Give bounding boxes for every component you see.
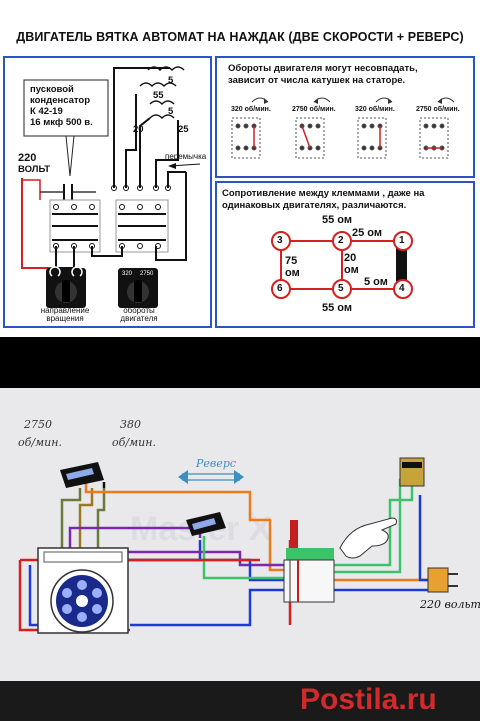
coil-label: 25 — [178, 124, 189, 135]
resistance-value: 55 ом — [322, 302, 353, 314]
speed-knob — [118, 268, 158, 308]
rpm-note-line: Обороты двигателя могут несовпадать, — [228, 63, 418, 74]
direction-caption-line: направление — [40, 306, 90, 315]
rpm-frame — [215, 56, 475, 178]
reverse-arrow — [178, 470, 244, 484]
capacitor-label: пусковой конденсатор К 42-19 16 мкф 500 … — [30, 84, 93, 128]
rpm-note: Обороты двигателя могут несовпадать, зав… — [228, 63, 418, 87]
resistance-value: ом — [285, 267, 300, 279]
direction-knob — [46, 266, 86, 308]
coil-label: 55 — [153, 90, 164, 101]
speed-switch — [60, 462, 104, 488]
start-button — [283, 520, 335, 603]
voltage-value: 220 — [18, 152, 37, 164]
rpm-speed-label: 2750 об/мин. — [292, 106, 336, 113]
resistance-value: 55 ом — [322, 214, 353, 226]
voltage-label: 220 ВОЛЬТ — [18, 152, 51, 176]
direction-caption: направление вращения — [30, 307, 100, 323]
capacitor-label-box — [23, 79, 109, 137]
top-diagram-svg — [3, 56, 475, 328]
resistance-value: 5 ом — [364, 276, 388, 288]
speed-caption-line: двигателя — [120, 314, 158, 323]
terminal-number: 6 — [277, 283, 283, 294]
speed-knob-mark: 320 — [122, 271, 133, 277]
speed-label-unit: об/мин. — [112, 436, 156, 449]
rpm-note-line: зависит от числа катушек на статоре. — [228, 75, 406, 86]
coil-label: 20 — [133, 124, 144, 135]
motor — [37, 547, 129, 634]
rpm-speed-label: 320 об/мин. — [355, 106, 395, 113]
power-plug — [427, 567, 458, 593]
footer-bar — [0, 681, 480, 721]
rpm-speed-label: 2750 об/мин. — [416, 106, 460, 113]
resistance-value: 75 — [285, 255, 298, 267]
resistance-heading: Сопротивление между клеммами , даже на о… — [222, 188, 424, 212]
terminal-number: 5 — [338, 283, 344, 294]
motor-wiring — [55, 67, 187, 269]
terminal-number: 3 — [277, 235, 283, 246]
speed-label-rpm: 380 — [120, 418, 141, 431]
capacitor-label-line: конденсатор — [30, 95, 91, 106]
terminal-number: 2 — [338, 235, 344, 246]
resistance-heading-line: Сопротивление между клеммами , даже на — [222, 188, 425, 199]
terminal-number: 1 — [399, 235, 405, 246]
terminal-circles — [271, 231, 413, 299]
rpm-speed-label: 320 об/мин. — [231, 106, 271, 113]
rpm-connection-diagrams — [231, 97, 455, 159]
voltage-unit: ВОЛЬТ — [18, 164, 51, 175]
direction-caption-line: вращения — [46, 314, 84, 323]
left-frame — [3, 56, 212, 328]
capacitor-label-line: пусковой — [30, 84, 74, 95]
resistance-value: 20 — [344, 252, 357, 264]
voltage-bottom-label: 220 вольт — [420, 598, 480, 611]
jumper-label: перемычка — [165, 152, 207, 161]
capacitor — [399, 457, 425, 487]
red-supply-wire — [21, 178, 58, 269]
switch-block-1 — [49, 199, 101, 253]
resistance-value: 25 ом — [352, 227, 383, 239]
resistance-value: ом — [344, 264, 359, 276]
reverse-label: Реверс — [196, 457, 237, 470]
speed-caption: обороты двигателя — [104, 307, 174, 323]
page-title: ДВИГАТЕЛЬ ВЯТКА АВТОМАТ НА НАЖДАК (ДВЕ С… — [16, 30, 464, 44]
capacitor-label-line: К 42-19 — [30, 106, 63, 117]
motor-coils — [139, 66, 185, 120]
coil-label: 5 — [168, 75, 174, 86]
coil-label: 5 — [168, 106, 174, 117]
speed-knob-mark: 2750 — [140, 271, 154, 277]
speed-label-unit: об/мин. — [18, 436, 62, 449]
speed-label-rpm: 2750 — [24, 418, 52, 431]
hand-icon — [339, 517, 397, 559]
speed-caption-line: обороты — [123, 306, 155, 315]
switch-block-2 — [115, 199, 169, 253]
resistance-frame — [215, 181, 475, 328]
footer-brand[interactable]: Postila.ru — [300, 683, 437, 716]
reverse-switch — [186, 512, 226, 536]
resistance-heading-line: одинаковых двигателях, различаются. — [222, 200, 407, 211]
terminal-number: 4 — [399, 283, 405, 294]
capacitor-label-line: 16 мкф 500 в. — [30, 117, 93, 128]
